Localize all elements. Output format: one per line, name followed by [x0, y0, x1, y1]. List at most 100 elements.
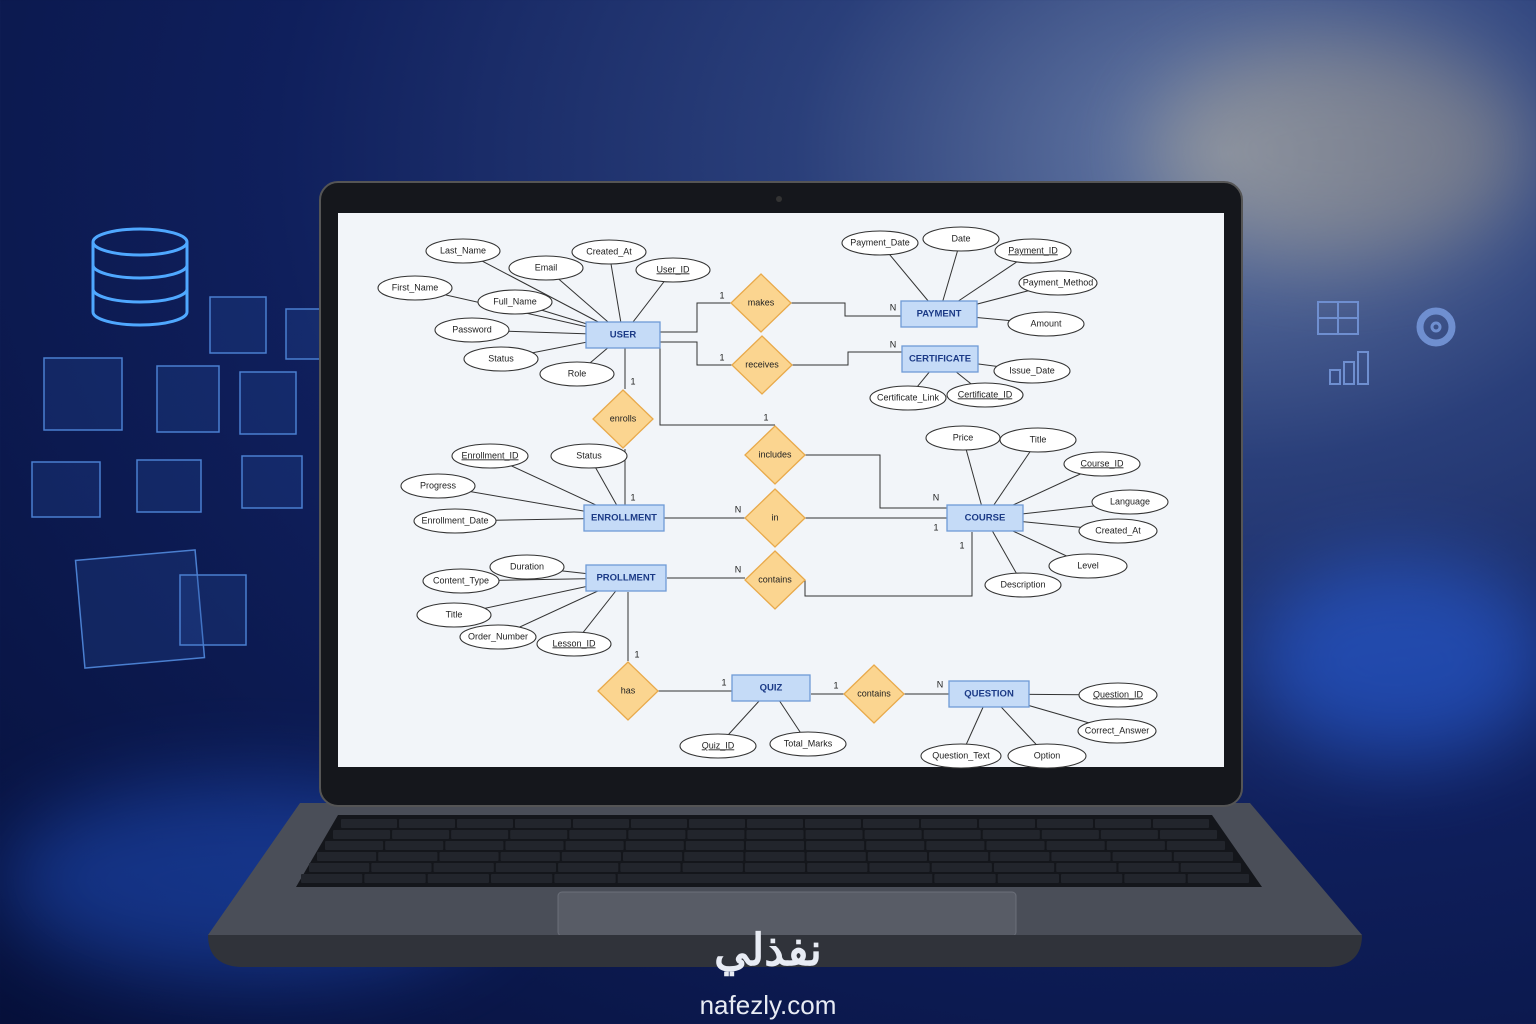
- entity-question[interactable]: QUESTION: [948, 680, 1030, 708]
- attribute-user-status[interactable]: Status: [463, 346, 539, 372]
- keyboard-key[interactable]: [309, 863, 370, 872]
- attribute-user-first-name[interactable]: First_Name: [377, 275, 453, 301]
- attribute-enrollment-progress[interactable]: Progress: [400, 473, 476, 499]
- keyboard-key[interactable]: [399, 819, 455, 828]
- keyboard-key[interactable]: [1173, 852, 1233, 861]
- keyboard-key[interactable]: [325, 841, 384, 850]
- attribute-user-full-name[interactable]: Full_Name: [477, 289, 553, 315]
- keyboard-key[interactable]: [558, 863, 619, 872]
- entity-user[interactable]: USER: [585, 321, 661, 349]
- keyboard-key[interactable]: [931, 863, 992, 872]
- keyboard-key[interactable]: [864, 830, 922, 839]
- attribute-course-level[interactable]: Level: [1048, 553, 1128, 579]
- attribute-lesson-content-type[interactable]: Content_Type: [422, 568, 500, 594]
- keyboard-key[interactable]: [333, 830, 391, 839]
- keyboard-key[interactable]: [986, 841, 1045, 850]
- keyboard-key[interactable]: [1051, 852, 1111, 861]
- attribute-lesson-duration[interactable]: Duration: [489, 554, 565, 580]
- spacebar[interactable]: [617, 874, 933, 883]
- keyboard-key[interactable]: [495, 863, 557, 872]
- keyboard-key[interactable]: [1061, 874, 1123, 883]
- keyboard-key[interactable]: [457, 819, 513, 828]
- keyboard-key[interactable]: [500, 852, 560, 861]
- keyboard-key[interactable]: [1180, 863, 1241, 872]
- keyboard-key[interactable]: [806, 841, 865, 850]
- keyboard-key[interactable]: [929, 852, 989, 861]
- keyboard-key[interactable]: [923, 830, 981, 839]
- keyboard-key[interactable]: [1095, 819, 1151, 828]
- keyboard-key[interactable]: [378, 852, 438, 861]
- keyboard-key[interactable]: [746, 830, 804, 839]
- attribute-payment-payment-method[interactable]: Payment_Method: [1018, 270, 1098, 296]
- keyboard-key[interactable]: [745, 852, 805, 861]
- keyboard-key[interactable]: [371, 863, 432, 872]
- attribute-user-last-name[interactable]: Last_Name: [425, 238, 501, 264]
- attribute-certificate-issue-date[interactable]: Issue_Date: [993, 358, 1071, 384]
- keyboard-key[interactable]: [573, 819, 629, 828]
- attribute-user-created-at[interactable]: Created_At: [571, 239, 647, 265]
- keyboard-key[interactable]: [747, 819, 803, 828]
- attribute-course-course-id[interactable]: Course_ID: [1063, 451, 1141, 477]
- attribute-question-question-text[interactable]: Question_Text: [920, 743, 1002, 769]
- keyboard-key[interactable]: [628, 830, 686, 839]
- attribute-certificate-certificate-link[interactable]: Certificate_Link: [869, 385, 947, 411]
- keyboard-key[interactable]: [990, 852, 1050, 861]
- attribute-user-role[interactable]: Role: [539, 361, 615, 387]
- attribute-quiz-total-marks[interactable]: Total_Marks: [769, 731, 847, 757]
- keyboard-key[interactable]: [1118, 863, 1179, 872]
- keyboard-key[interactable]: [1159, 830, 1217, 839]
- keyboard-key[interactable]: [505, 841, 564, 850]
- keyboard-key[interactable]: [625, 841, 684, 850]
- keyboard-key[interactable]: [385, 841, 444, 850]
- keyboard-key[interactable]: [491, 874, 553, 883]
- keyboard-key[interactable]: [869, 863, 930, 872]
- keyboard-key[interactable]: [427, 874, 489, 883]
- attribute-lesson-order-number[interactable]: Order_Number: [459, 624, 537, 650]
- keyboard-key[interactable]: [1056, 863, 1117, 872]
- keyboard-key[interactable]: [1041, 830, 1099, 839]
- entity-enrollment[interactable]: ENROLLMENT: [583, 504, 665, 532]
- keyboard-key[interactable]: [433, 863, 494, 872]
- keyboard-key[interactable]: [744, 863, 806, 872]
- keyboard-key[interactable]: [926, 841, 985, 850]
- keyboard-key[interactable]: [1100, 830, 1158, 839]
- keyboard-key[interactable]: [341, 819, 397, 828]
- keyboard-key[interactable]: [934, 874, 996, 883]
- keyboard-key[interactable]: [682, 863, 743, 872]
- keyboard-key[interactable]: [921, 819, 977, 828]
- keyboard-key[interactable]: [565, 841, 624, 850]
- attribute-payment-amount[interactable]: Amount: [1007, 311, 1085, 337]
- attribute-payment-payment-date[interactable]: Payment_Date: [841, 230, 919, 256]
- attribute-question-question-id[interactable]: Question_ID: [1078, 682, 1158, 708]
- keyboard-key[interactable]: [1106, 841, 1165, 850]
- keyboard-key[interactable]: [1046, 841, 1105, 850]
- keyboard-key[interactable]: [997, 874, 1059, 883]
- keyboard-key[interactable]: [554, 874, 616, 883]
- entity-course[interactable]: COURSE: [946, 504, 1024, 532]
- attribute-enrollment-enrollment-id[interactable]: Enrollment_ID: [451, 443, 529, 469]
- keyboard-key[interactable]: [1124, 874, 1186, 883]
- keyboard-key[interactable]: [806, 852, 866, 861]
- attribute-payment-date[interactable]: Date: [922, 226, 1000, 252]
- attribute-certificate-certificate-id[interactable]: Certificate_ID: [946, 382, 1024, 408]
- attribute-lesson-title[interactable]: Title: [416, 602, 492, 628]
- attribute-course-title[interactable]: Title: [999, 427, 1077, 453]
- keyboard-key[interactable]: [561, 852, 621, 861]
- attribute-question-correct-answer[interactable]: Correct_Answer: [1077, 718, 1157, 744]
- keyboard-key[interactable]: [392, 830, 450, 839]
- keyboard-key[interactable]: [364, 874, 426, 883]
- keyboard-key[interactable]: [317, 852, 377, 861]
- keyboard-key[interactable]: [510, 830, 568, 839]
- keyboard-key[interactable]: [684, 852, 744, 861]
- keyboard-key[interactable]: [863, 819, 919, 828]
- attribute-enrollment-enrollment-date[interactable]: Enrollment_Date: [413, 508, 497, 534]
- attribute-quiz-quiz-id[interactable]: Quiz_ID: [679, 733, 757, 759]
- keyboard-key[interactable]: [993, 863, 1055, 872]
- attribute-course-price[interactable]: Price: [925, 425, 1001, 451]
